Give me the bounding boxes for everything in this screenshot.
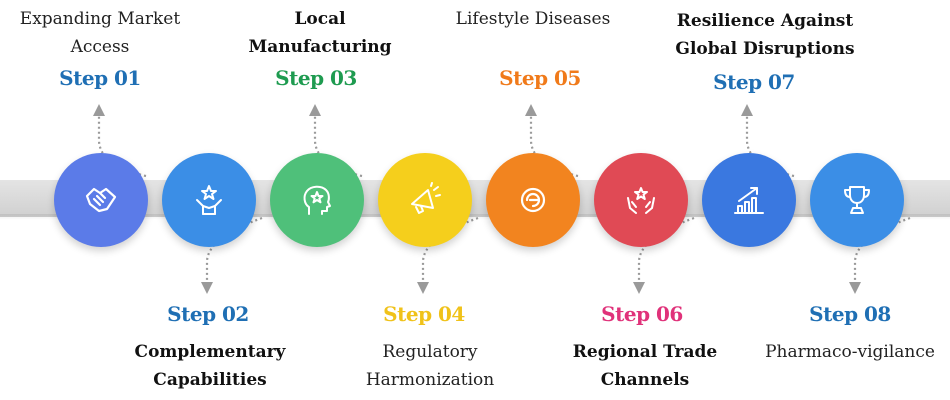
arrow-down-icon xyxy=(417,282,429,294)
step-07-title: Resilience Against Global Disruptions xyxy=(675,11,855,59)
step-02-circle xyxy=(162,153,256,247)
step-02-label: Step 02 xyxy=(167,302,249,326)
growth-chart-icon xyxy=(734,187,764,214)
arrow-down-icon xyxy=(201,282,213,294)
target-icon xyxy=(520,187,546,213)
arrow-up-icon xyxy=(525,104,537,116)
megaphone-icon xyxy=(411,182,441,214)
arrow-up-icon xyxy=(309,104,321,116)
trophy-icon xyxy=(844,186,870,214)
arrow-up-icon xyxy=(741,104,753,116)
step-03-label: Step 03 xyxy=(275,66,357,90)
step-08-label: Step 08 xyxy=(809,302,891,326)
step-08-circle xyxy=(810,153,904,247)
step-06-title: Regional Trade Channels xyxy=(572,342,718,390)
arrow-down-icon xyxy=(633,282,645,294)
step-02-title: Complementary Capabilities xyxy=(134,342,286,390)
step-07-circle xyxy=(702,153,796,247)
hands-star-icon xyxy=(627,187,655,214)
timeline-band-shadow xyxy=(0,214,950,220)
step-01-title: Expanding Market Access xyxy=(19,9,181,57)
person-star-icon xyxy=(196,185,222,215)
step-04-title: Regulatory Harmonization xyxy=(365,342,495,390)
step-03-circle xyxy=(270,153,364,247)
step-01-label: Step 01 xyxy=(59,66,141,90)
step-04-label: Step 04 xyxy=(383,302,465,326)
head-star-icon xyxy=(303,185,331,215)
step-07-label: Step 07 xyxy=(713,70,795,94)
arrow-down-icon xyxy=(849,282,861,294)
step-04-circle xyxy=(378,153,472,247)
step-06-label: Step 06 xyxy=(601,302,683,326)
step-01-circle xyxy=(54,153,148,247)
handshake-icon xyxy=(85,187,117,213)
arrow-up-icon xyxy=(93,104,105,116)
step-08-title: Pharmaco-vigilance xyxy=(765,342,935,362)
step-05-label: Step 05 xyxy=(499,66,581,90)
step-05-circle xyxy=(486,153,580,247)
step-05-title: Lifestyle Diseases xyxy=(455,9,611,29)
step-03-title: Local Manufacturing xyxy=(248,9,392,57)
step-06-circle xyxy=(594,153,688,247)
